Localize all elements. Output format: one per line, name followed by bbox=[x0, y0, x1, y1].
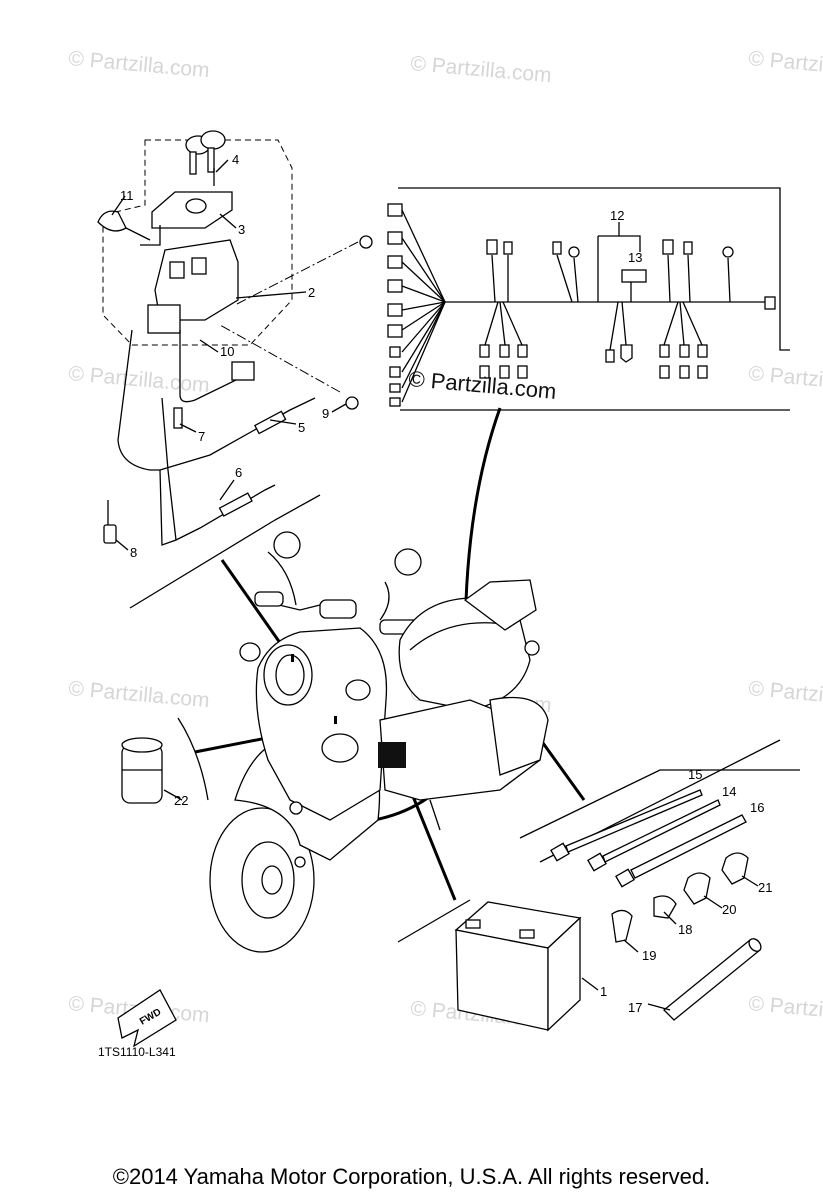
callout-2: 2 bbox=[308, 285, 315, 300]
lower-connectors bbox=[479, 301, 708, 379]
left-connectors bbox=[387, 203, 446, 407]
main-switch-assembly bbox=[97, 130, 373, 609]
horn bbox=[321, 733, 359, 763]
leader-lines bbox=[111, 159, 759, 1011]
clamp-19 bbox=[611, 909, 633, 943]
headlight bbox=[263, 644, 313, 706]
callout-5: 5 bbox=[298, 420, 305, 435]
callout-9: 9 bbox=[322, 406, 329, 421]
cable-tie-15 bbox=[550, 789, 703, 862]
watermark-text: © Partzilla.com bbox=[68, 362, 211, 397]
watermark-text: © Partzilla.com bbox=[68, 47, 211, 82]
main-switch-body bbox=[154, 239, 239, 321]
bolt bbox=[359, 235, 373, 249]
callout-14: 14 bbox=[722, 784, 736, 799]
left-mirror bbox=[273, 531, 301, 559]
fwd-arrow: FWD bbox=[117, 989, 177, 1048]
clamp-18 bbox=[653, 895, 677, 919]
seat-lock-cable bbox=[253, 410, 287, 435]
cable-tie-16 bbox=[615, 814, 747, 888]
callout-21: 21 bbox=[758, 880, 772, 895]
fuse bbox=[621, 269, 647, 302]
guide-line bbox=[406, 783, 457, 901]
screw-8 bbox=[103, 524, 117, 544]
diagram-code: 1TS1110-L341 bbox=[98, 1045, 176, 1059]
callout-15: 15 bbox=[688, 767, 702, 782]
seat bbox=[398, 597, 531, 711]
meter bbox=[319, 599, 357, 619]
watermark-text: © Partzilla.com bbox=[748, 992, 823, 1027]
clamp-20 bbox=[683, 872, 711, 905]
rear-carrier bbox=[463, 579, 537, 631]
callout-19: 19 bbox=[642, 948, 656, 963]
watermark-text: © Partzilla.com bbox=[748, 47, 823, 82]
relay-connector bbox=[231, 361, 255, 381]
battery bbox=[397, 899, 582, 1032]
callouts: 1 2 3 4 5 6 7 8 9 10 11 12 13 14 15 16 1… bbox=[120, 152, 772, 1015]
callout-10: 10 bbox=[220, 344, 234, 359]
callout-18: 18 bbox=[678, 922, 692, 937]
protector-tube bbox=[663, 939, 761, 1021]
callout-22: 22 bbox=[174, 793, 188, 808]
upper-connectors bbox=[486, 239, 776, 310]
watermark-text: © Partzilla.com bbox=[68, 677, 211, 712]
scooter-illustration bbox=[209, 531, 549, 953]
cdi-unit bbox=[378, 742, 406, 768]
callout-6: 6 bbox=[235, 465, 242, 480]
left-grip bbox=[254, 591, 284, 607]
callout-7: 7 bbox=[198, 429, 205, 444]
callout-12: 12 bbox=[610, 208, 624, 223]
watermark-text: © Partzilla.com bbox=[748, 677, 823, 712]
callout-8: 8 bbox=[130, 545, 137, 560]
watermark-text: © Partzilla.com bbox=[410, 52, 553, 87]
cable-tie-14 bbox=[587, 799, 721, 872]
callout-11: 11 bbox=[120, 188, 134, 203]
callout-13: 13 bbox=[628, 250, 642, 265]
watermark-text: © Partzilla.com bbox=[748, 362, 823, 397]
clamp-21 bbox=[721, 852, 749, 885]
fasteners-group bbox=[519, 739, 800, 1021]
callout-3: 3 bbox=[238, 222, 245, 237]
right-mirror bbox=[394, 548, 422, 576]
switch-connector bbox=[147, 304, 181, 334]
copyright-notice: ©2014 Yamaha Motor Corporation, U.S.A. A… bbox=[112, 1164, 711, 1189]
callout-1: 1 bbox=[600, 984, 607, 999]
wire-harness-inset: © Partzilla.com bbox=[387, 187, 790, 411]
callout-17: 17 bbox=[628, 1000, 642, 1015]
screw-9 bbox=[345, 396, 359, 410]
key-set bbox=[185, 130, 226, 175]
inset-watermark: © Partzilla.com bbox=[408, 366, 558, 404]
helmet-holder-cable bbox=[218, 492, 253, 517]
knob-cover bbox=[97, 210, 127, 232]
bolt-7 bbox=[173, 407, 183, 429]
flasher-relay bbox=[121, 717, 209, 804]
callout-20: 20 bbox=[722, 902, 736, 917]
callout-4: 4 bbox=[232, 152, 239, 167]
callout-16: 16 bbox=[750, 800, 764, 815]
